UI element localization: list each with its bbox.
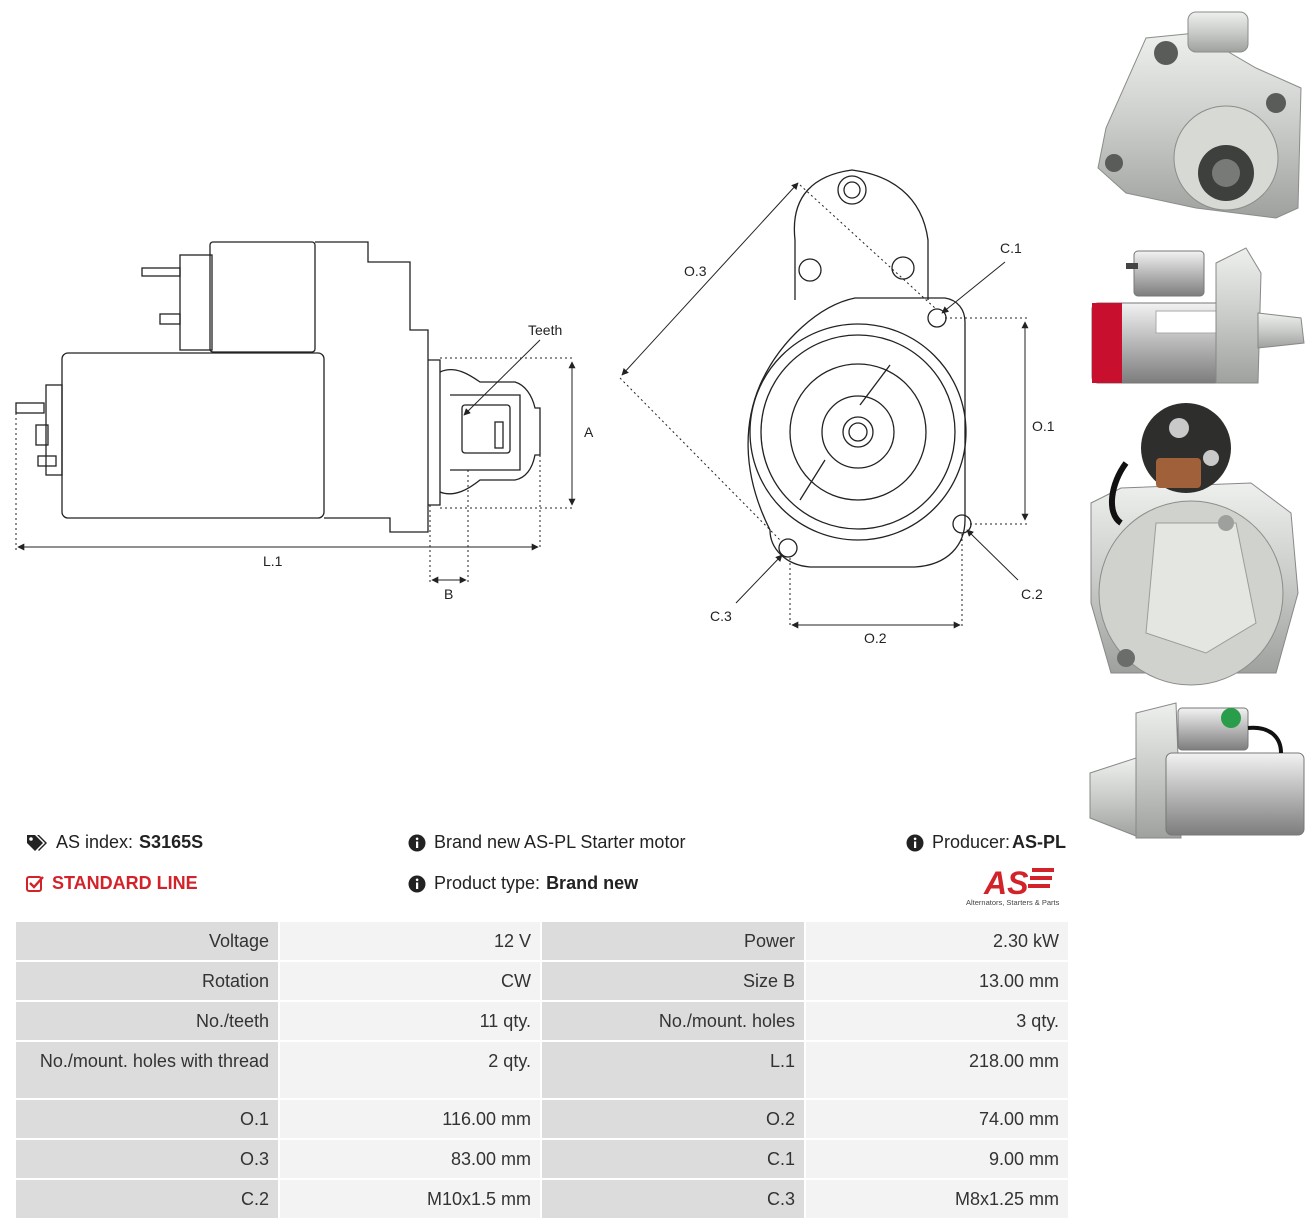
spec-key: Rotation — [14, 960, 280, 1002]
spec-value: 13.00 mm — [804, 960, 1070, 1002]
spec-key: Size B — [540, 960, 806, 1002]
label-teeth: Teeth — [528, 322, 562, 338]
front-dimensions — [619, 182, 1029, 629]
label-o2: O.2 — [864, 630, 887, 646]
as-index-value: S3165S — [139, 832, 204, 852]
logo-text: AS — [983, 865, 1029, 901]
standard-line: STANDARD LINE — [26, 873, 198, 894]
spec-key: C.2 — [14, 1178, 280, 1220]
producer: Producer: AS-PL — [906, 832, 1066, 853]
spec-key: L.1 — [540, 1040, 806, 1100]
side-view — [15, 241, 541, 533]
product-type: Product type: Brand new — [408, 873, 638, 894]
spec-value: 11 qty. — [278, 1000, 542, 1042]
spec-key: No./mount. holes — [540, 1000, 806, 1042]
spec-value: 12 V — [278, 920, 542, 962]
product-type-label: Product type: — [434, 873, 541, 893]
spec-value: 74.00 mm — [804, 1098, 1070, 1140]
spec-value: 3 qty. — [804, 1000, 1070, 1042]
spec-key: Power — [540, 920, 806, 962]
tags-icon — [27, 834, 47, 851]
spec-value: M10x1.5 mm — [278, 1178, 542, 1220]
spec-value: CW — [278, 960, 542, 1002]
front-view — [747, 169, 972, 568]
standard-line-text: STANDARD LINE — [52, 873, 198, 893]
photo-side-plain — [1089, 702, 1305, 839]
info-icon — [408, 834, 426, 851]
info-icon — [906, 834, 924, 851]
spec-key: C.3 — [540, 1178, 806, 1220]
side-dimensions — [15, 339, 576, 584]
spec-value: 2.30 kW — [804, 920, 1070, 962]
label-c3: C.3 — [710, 608, 732, 624]
spec-value: 116.00 mm — [278, 1098, 542, 1140]
product-type-value: Brand new — [546, 873, 639, 893]
photo-front-flange — [1097, 11, 1302, 219]
photo-rear — [1090, 403, 1299, 686]
label-a: A — [584, 424, 594, 440]
technical-drawing: Teeth A L.1 B O.3 C.1 O — [15, 169, 1055, 646]
spec-key: O.3 — [14, 1138, 280, 1180]
spec-value: 218.00 mm — [804, 1040, 1070, 1100]
spec-key: O.1 — [14, 1098, 280, 1140]
spec-key: Voltage — [14, 920, 280, 962]
spec-key: No./mount. holes with thread — [14, 1040, 280, 1100]
label-c2: C.2 — [1021, 586, 1043, 602]
description-text: Brand new AS-PL Starter motor — [434, 832, 686, 852]
spec-key: C.1 — [540, 1138, 806, 1180]
logo-tagline: Alternators, Starters & Parts — [966, 898, 1060, 907]
label-b: B — [444, 586, 453, 602]
label-l1: L.1 — [263, 553, 283, 569]
label-c1: C.1 — [1000, 240, 1022, 256]
as-index-label: AS index: — [56, 832, 134, 852]
product-photos — [1089, 11, 1305, 839]
spec-value: 2 qty. — [278, 1040, 542, 1100]
spec-value: 9.00 mm — [804, 1138, 1070, 1180]
label-o3: O.3 — [684, 263, 707, 279]
product-description: Brand new AS-PL Starter motor — [408, 832, 685, 853]
spec-key: No./teeth — [14, 1000, 280, 1042]
spec-value: M8x1.25 mm — [804, 1178, 1070, 1220]
photo-side-label — [1091, 247, 1305, 384]
producer-value: AS-PL — [1012, 832, 1067, 852]
spec-key: O.2 — [540, 1098, 806, 1140]
info-icon — [408, 875, 426, 892]
spec-value: 83.00 mm — [278, 1138, 542, 1180]
as-pl-logo: AS Alternators, Starters & Parts — [966, 865, 1060, 907]
check-square-icon — [26, 875, 44, 892]
label-o1: O.1 — [1032, 418, 1055, 434]
as-index: AS index: S3165S — [26, 832, 203, 853]
producer-label: Producer: — [932, 832, 1011, 852]
